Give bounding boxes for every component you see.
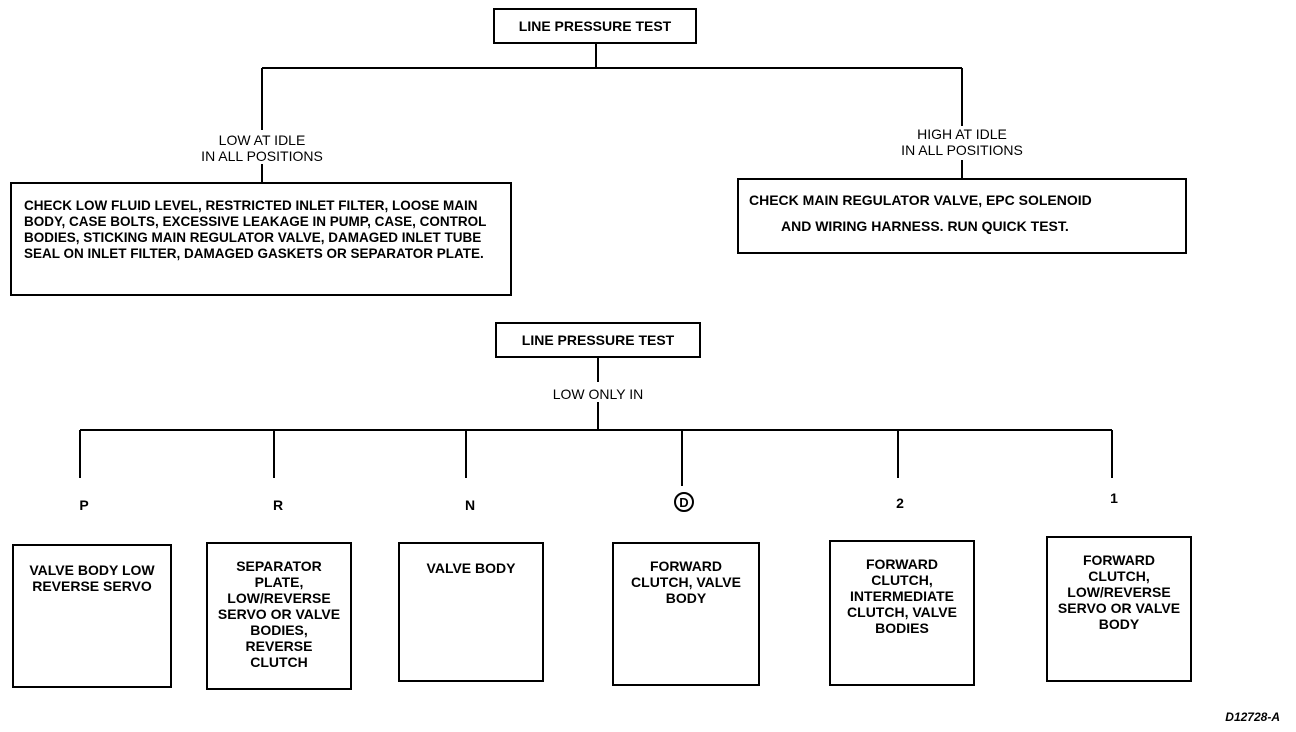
result-1: FORWARD CLUTCH, LOW/REVERSE SERVO OR VAL… [1057,552,1181,632]
branch-label-2: 2 [896,495,904,511]
bottom-title: LINE PRESSURE TEST [521,332,675,348]
result-d: FORWARD CLUTCH, VALVE BODY [631,558,741,606]
branch-label-1: 1 [1110,490,1118,506]
bottom-title-box: LINE PRESSURE TEST [495,322,701,358]
branch-label-d-text: D [679,494,689,510]
top-right-action-box: CHECK MAIN REGULATOR VALVE, EPC SOLENOID… [737,178,1187,254]
branch-label-n: N [464,497,476,513]
result-n: VALVE BODY [426,560,516,576]
figure-code: D12728-A [1225,710,1280,724]
result-box-p: VALVE BODY LOW REVERSE SERVO [12,544,172,688]
top-left-action: CHECK LOW FLUID LEVEL, RESTRICTED INLET … [24,198,487,261]
result-box-1: FORWARD CLUTCH, LOW/REVERSE SERVO OR VAL… [1046,536,1192,682]
result-box-2: FORWARD CLUTCH, INTERMEDIATE CLUTCH, VAL… [829,540,975,686]
top-title: LINE PRESSURE TEST [518,18,672,34]
top-right-condition-line1: HIGH AT IDLE [917,126,1007,142]
result-box-r: SEPARATOR PLATE, LOW/REVERSE SERVO OR VA… [206,542,352,690]
branch-label-r: R [272,497,284,513]
top-right-condition: HIGH AT IDLE IN ALL POSITIONS [901,126,1023,158]
top-right-action-line2: AND WIRING HARNESS. RUN QUICK TEST. [781,218,1069,234]
top-left-condition-line2: IN ALL POSITIONS [201,148,323,164]
bottom-condition: LOW ONLY IN [552,386,644,402]
top-right-action-line1: CHECK MAIN REGULATOR VALVE, EPC SOLENOID [749,192,1092,208]
branch-label-p: P [79,497,89,513]
result-r: SEPARATOR PLATE, LOW/REVERSE SERVO OR VA… [217,558,341,670]
result-2: FORWARD CLUTCH, INTERMEDIATE CLUTCH, VAL… [847,556,957,636]
top-title-box: LINE PRESSURE TEST [493,8,697,44]
top-left-condition: LOW AT IDLE IN ALL POSITIONS [201,132,323,164]
top-left-action-box: CHECK LOW FLUID LEVEL, RESTRICTED INLET … [10,182,512,296]
top-left-condition-line1: LOW AT IDLE [218,132,306,148]
branch-label-d: D [674,492,694,512]
circled-d-icon: D [674,492,694,512]
result-box-n: VALVE BODY [398,542,544,682]
result-p: VALVE BODY LOW REVERSE SERVO [29,562,155,594]
top-right-condition-line2: IN ALL POSITIONS [901,142,1023,158]
result-box-d: FORWARD CLUTCH, VALVE BODY [612,542,760,686]
